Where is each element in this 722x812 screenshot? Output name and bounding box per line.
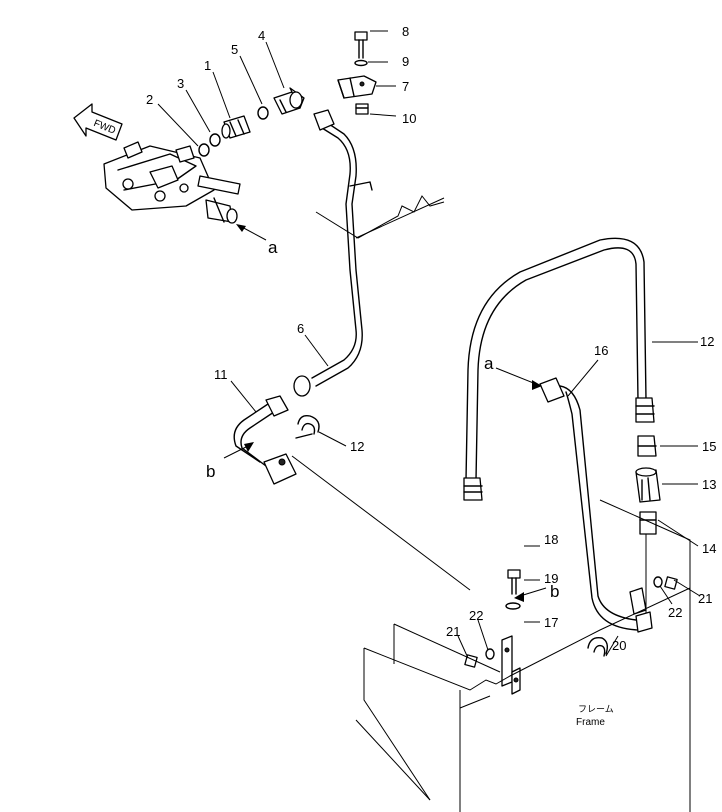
valve-13 [635, 467, 661, 503]
adapter-15 [637, 435, 657, 457]
part-label-18: 18 [544, 532, 558, 547]
part-label-12b: 12 [350, 439, 364, 454]
part-label-15: 15 [702, 439, 716, 454]
nut-10 [355, 103, 369, 115]
part-label-6: 6 [297, 321, 304, 336]
control-valve [103, 141, 241, 224]
part-label-5: 5 [231, 42, 238, 57]
elbow-4 [273, 87, 305, 115]
u-bolt-20 [587, 637, 609, 657]
o-ring-5 [257, 106, 269, 120]
hose-12 [463, 237, 655, 501]
u-bolt-12-left [295, 414, 320, 439]
ref-letter-b-right: b [550, 582, 559, 601]
part-label-22b: 22 [668, 605, 682, 620]
ref-letter-a-right: a [484, 354, 494, 373]
part-label-12a: 12 [700, 334, 714, 349]
part-label-13: 13 [702, 477, 716, 492]
adapter-1 [221, 115, 251, 139]
part-label-10: 10 [402, 111, 416, 126]
part-label-17: 17 [544, 615, 558, 630]
fwd-arrow: FWD [73, 103, 123, 141]
o-ring-3 [209, 133, 221, 147]
tube-16 [539, 377, 653, 633]
part-label-19: 19 [544, 571, 558, 586]
bolt-8 [354, 31, 368, 59]
reference-arrows [223, 224, 547, 602]
bolt-18 [507, 569, 521, 595]
part-label-9: 9 [402, 54, 409, 69]
part-label-21a: 21 [446, 624, 460, 639]
ref-letter-a-left: a [268, 238, 278, 257]
frame-label-japanese: フレーム [578, 704, 614, 714]
washer-22-left [485, 648, 495, 660]
frame-break-line [315, 195, 445, 239]
clamp-7 [337, 75, 377, 99]
part-label-20: 20 [612, 638, 626, 653]
routing-line [291, 455, 471, 591]
part-label-22a: 22 [469, 608, 483, 623]
tube-6 [293, 109, 373, 397]
bracket-17 [501, 635, 521, 695]
leader-lines [157, 30, 701, 659]
part-label-4: 4 [258, 28, 265, 43]
nut-21-right [664, 576, 678, 590]
part-label-11: 11 [214, 367, 228, 382]
part-label-14: 14 [702, 541, 716, 556]
frame-label-english: Frame [576, 717, 605, 728]
o-ring-2 [198, 143, 210, 157]
washer-22-right [653, 576, 663, 588]
part-label-7: 7 [402, 79, 409, 94]
part-label-2: 2 [146, 92, 153, 107]
part-label-3: 3 [177, 76, 184, 91]
part-label-21b: 21 [698, 591, 712, 606]
frame [355, 499, 691, 812]
part-label-1: 1 [204, 58, 211, 73]
elbow-14 [639, 511, 657, 535]
part-label-8: 8 [402, 24, 409, 39]
washer-9 [354, 59, 368, 67]
washer-19 [505, 602, 521, 610]
ref-letter-b-left: b [206, 462, 215, 481]
part-label-16: 16 [594, 343, 608, 358]
tube-11 [233, 395, 297, 485]
